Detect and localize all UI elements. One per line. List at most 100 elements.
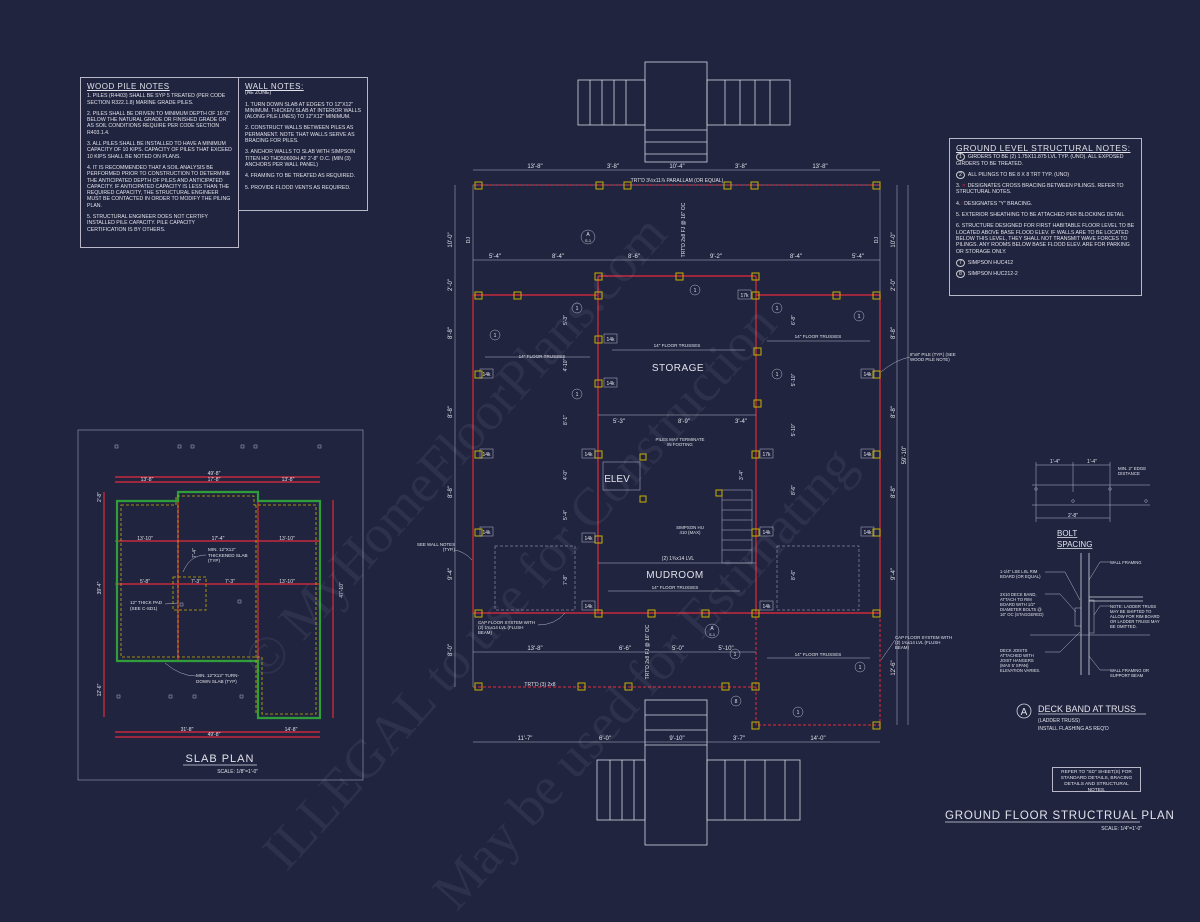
dim-label: 7'-3" (225, 579, 235, 585)
truss-label: 14" FLOOR TRUSSES (794, 334, 842, 339)
dj-label: DJ (466, 236, 472, 243)
dim-label: 9'-4" (891, 568, 897, 580)
detail-marker (1016, 703, 1032, 719)
piles-terminate-label: PILES MAY TERMINATE IN FOOTING (655, 437, 705, 448)
note-text: SIMPSON HUC412 (967, 259, 1014, 266)
dim-label: 4'-10" (563, 358, 569, 371)
dim-label: 13'-8" (812, 164, 827, 170)
note-item: 1. PILES (R4403) SHALL BE SYP 5 TREATED … (87, 93, 226, 106)
plan-title: GROUND FLOOR STRUCTRUAL PLAN (945, 810, 1175, 822)
load-badge: 17k (740, 293, 749, 299)
dim-label: 31'-8" (181, 727, 194, 733)
note-item: 3. ALL PILES SHALL BE INSTALLED TO HAVE … (87, 141, 232, 160)
dim-label: 6'-0" (599, 736, 611, 742)
dim-label: 8'-8" (891, 486, 897, 498)
pile-typ-label: 8"x8" PILE (TYP.) (SEE WOOD PILE NOTE) (910, 352, 956, 363)
dim-label: 14'-8" (285, 727, 298, 733)
ground-floor-plan: 13'-8" 3'-8" 10'-4" 3'-8" 13'-8" 5'-4" 8… (417, 61, 1175, 846)
dims-interior: 5'-3" 4'-10" 8'-1" 4'-0" 5'-4" 7'-8" 6'-… (563, 315, 797, 585)
bottom-stairs (596, 699, 801, 846)
lvl-label: (2) 1¾x14 LVL (662, 556, 695, 562)
tag-1: 1 (859, 665, 862, 671)
thick-pad (172, 576, 207, 611)
dim-label: 5'-4" (489, 254, 501, 260)
room-label-elev: ELEV (604, 474, 630, 485)
dim-label: 5'-8" (140, 579, 150, 585)
slab-plan-title: SLAB PLAN (186, 753, 255, 765)
deck-band-flashing-note: INSTALL FLASHING AS REQ'D (1038, 726, 1109, 732)
turndown-label: MIN. 12"x12" TURN-DOWN SLAB (TYP) (196, 673, 239, 684)
dim-label: 6'-8" (791, 315, 797, 325)
dim-label: 17'-4" (212, 536, 225, 542)
y-bracing-icon: ∕ (961, 200, 963, 207)
load-badge: 14k (584, 536, 593, 542)
dim-label: 8'-1" (563, 415, 569, 425)
tag-1: 1 (797, 710, 800, 716)
section-sheet: S-1 (709, 632, 716, 637)
refer-note-line: DETAILS AND STRUCTURAL NOTES. (1064, 782, 1129, 793)
dim-label: 8'-9" (678, 419, 690, 425)
dim-label: 8'-8" (891, 406, 897, 418)
dim-label: 8'-8" (891, 327, 897, 339)
dim-label: 13'-10" (279, 536, 295, 542)
dim-label: 8'-8" (448, 486, 454, 498)
top-stairs (577, 61, 791, 163)
dim-label: 5'-0" (672, 646, 684, 652)
dim-label: 3'-8" (607, 164, 619, 170)
load-badge: 14k (606, 381, 615, 387)
dims-bottom: 11'-7" 6'-0" 9'-10" 3'-7" 14'-0" 13'-8" … (518, 419, 826, 742)
note-number: 7 (956, 258, 965, 267)
note-text: GIRDERS TO BE (2) 1.75x11.875 LVL TYP. (… (956, 154, 1124, 167)
room-label-mudroom: MUDROOM (646, 570, 703, 581)
wall-notes-subtitle: (AE ZONE) (245, 90, 272, 97)
tag-1: 1 (576, 306, 579, 312)
section-ref: A (710, 626, 714, 632)
dim-label: 8'-6" (791, 485, 797, 495)
dim-label: 8'-4" (552, 254, 564, 260)
dim-label: 1'-4" (1050, 459, 1060, 465)
dim-label: 2'-8" (97, 492, 103, 502)
dim-label: 13'-8" (527, 164, 542, 170)
bolt-spacing-title: BOLT (1057, 529, 1077, 538)
dim-label: 3'-4" (735, 419, 747, 425)
wood-pile-notes: WOOD PILE NOTES 1. PILES (R4403) SHALL B… (80, 77, 239, 248)
callout-rim-board: 1-1/4" LSE LSL RIM BOARD (OR EQUAL) (1000, 569, 1041, 579)
deck-band-detail: 1-1/4" LSE LSL RIM BOARD (OR EQUAL) 2x10… (1000, 553, 1160, 732)
wood-pile-notes-title: WOOD PILE NOTES (87, 82, 170, 91)
load-badge: 14k (762, 604, 771, 610)
cap-floor-label: CAP FLOOR SYSTEM WITH (2) 1¾x14 LVL (FLU… (478, 620, 536, 636)
callout-ladder-truss: NOTE: LADDER TRUSS MAY BE SHIFTED TO ALL… (1110, 604, 1160, 629)
dim-label: 13'-10" (279, 579, 295, 585)
dim-label: 12'-6" (97, 683, 103, 696)
dim-label: 8'-6" (628, 254, 640, 260)
refer-note-line: STANDARD DETAILS, BRACING (1060, 776, 1133, 781)
dim-label: 8'-0" (448, 644, 454, 656)
note-number: 8 (956, 270, 965, 279)
wall-notes: WALL NOTES: (AE ZONE) 1. TURN DOWN SLAB … (238, 77, 368, 211)
dim-label: 7'-3" (191, 579, 201, 585)
load-badge: 14k (482, 372, 491, 378)
joist-label: TRT'D 2x8 FJ @ 16" OC (681, 202, 687, 257)
dim-label: 3'-8" (735, 164, 747, 170)
tag-1: 1 (776, 372, 779, 378)
joist-label: TRT'D 2x8 FJ @ 16" OC (645, 624, 651, 679)
note-item: 5. STRUCTURAL ENGINEER DOES NOT CERTIFY … (87, 214, 208, 233)
slab-outline (115, 490, 322, 720)
truss-label: 14" FLOOR TRUSSES (651, 585, 699, 590)
callout-wall-framing: WALL FRAMING (1110, 560, 1142, 565)
note-number: 3. (956, 183, 961, 190)
dim-label: 4'-0" (563, 470, 569, 480)
truss-labels: 14" FLOOR TRUSSES 14" FLOOR TRUSSES 14" … (485, 334, 870, 659)
dim-label: 5'-3" (613, 419, 625, 425)
note-item: 4. FRAMING TO BE TREATED AS REQUIRED. (245, 173, 356, 180)
dim-label: 9'-10" (669, 736, 684, 742)
tag-1: 1 (576, 392, 579, 398)
tag-8: 8 (735, 699, 738, 705)
refer-note-line: REFER TO "SD" SHEET(S) FOR (1061, 770, 1132, 775)
dim-label: 39'-4" (97, 581, 103, 594)
note-number: 6. (956, 223, 961, 230)
dim-label: 10'-4" (669, 164, 684, 170)
dim-label: 8'-6" (791, 570, 797, 580)
